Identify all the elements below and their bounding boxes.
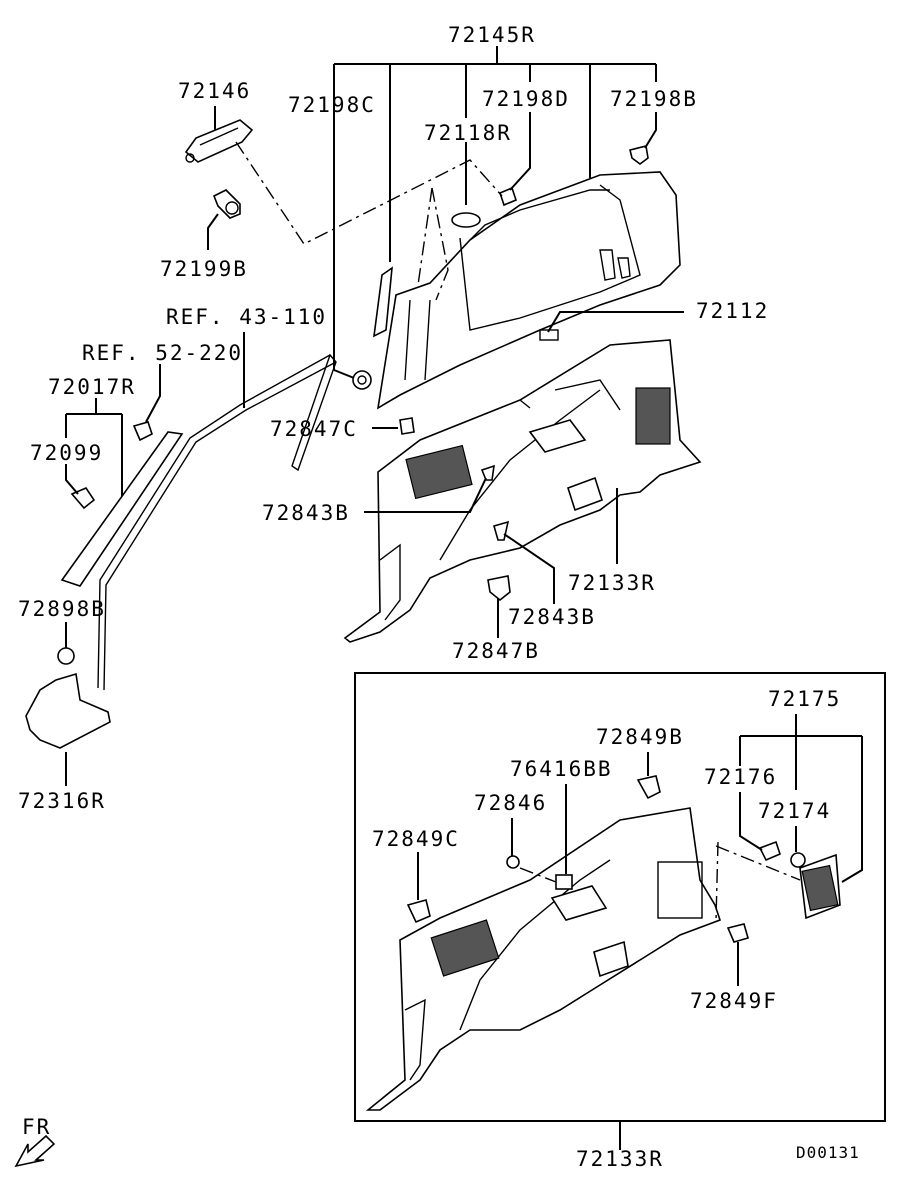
clip-72898B-icon: [57, 647, 75, 665]
cap-72118R-icon: [451, 212, 481, 228]
label-72847B: 72847B: [452, 639, 540, 663]
clip-72849F-icon: [726, 923, 749, 943]
clip-ref-52-220-icon: [132, 421, 153, 442]
upper-quarter-trim: [376, 171, 681, 410]
clip-72847B-icon: [487, 575, 511, 602]
label-76416BB: 76416BB: [510, 757, 613, 781]
label-72112: 72112: [696, 299, 769, 323]
label-72198D: 72198D: [482, 87, 570, 111]
label-72099: 72099: [30, 441, 103, 465]
clip-72198B-icon: [629, 145, 649, 165]
clip-72846-icon: [506, 855, 520, 869]
clip-72198D-icon: [499, 186, 517, 207]
pillar-trim-72017R: [60, 431, 184, 587]
clip-72847C-icon: [399, 417, 415, 435]
label-72118R: 72118R: [424, 121, 512, 145]
assembly-lines: [235, 141, 801, 921]
label-72849B: 72849B: [596, 725, 684, 749]
garnish-72316R: [25, 672, 111, 749]
label-72316R: 72316R: [18, 789, 106, 813]
bracket-72146: [184, 119, 254, 163]
label-72199B: 72199B: [160, 257, 248, 281]
front-arrow-icon: [14, 1134, 56, 1168]
label-72198C: 72198C: [288, 93, 376, 117]
label-72133R-box: 72133R: [576, 1147, 664, 1171]
label-72145R: 72145R: [448, 23, 536, 47]
clip-76416BB-icon: [555, 874, 573, 890]
trim-strip-72198C: [373, 266, 393, 338]
label-72174: 72174: [758, 799, 831, 823]
label-72175: 72175: [768, 687, 841, 711]
label-ref-43-110: REF. 43-110: [166, 305, 327, 329]
label-72017R: 72017R: [48, 375, 136, 399]
lower-quarter-trim: [343, 339, 702, 643]
clip-72176-icon: [758, 840, 781, 862]
speaker-grille-72175: [799, 853, 841, 920]
label-fr: FR: [22, 1115, 51, 1139]
label-72846: 72846: [474, 791, 547, 815]
lower-trim-variant: [365, 807, 722, 1111]
part-labels: 72145R 72146 72198C 72198D 72198B 72118R…: [18, 23, 860, 1171]
screw-72174-icon: [790, 852, 806, 868]
clip-72849B-icon: [636, 775, 661, 800]
label-72843B-upper: 72843B: [262, 501, 350, 525]
diagram-code: D00131: [796, 1143, 860, 1162]
clip-72849C-icon: [406, 899, 431, 924]
label-ref-52-220: REF. 52-220: [82, 341, 243, 365]
variant-box: [354, 672, 886, 1122]
bolt-72199B-icon: [212, 189, 241, 219]
screw-72843B-upper-icon: [480, 464, 495, 481]
label-72843B-lower: 72843B: [508, 605, 596, 629]
clip-72198C-icon: [352, 370, 372, 390]
label-72898B: 72898B: [18, 597, 106, 621]
label-72198B: 72198B: [610, 87, 698, 111]
leader-lines: [65, 46, 863, 1150]
label-72847C: 72847C: [270, 417, 358, 441]
label-72133R-upper: 72133R: [568, 571, 656, 595]
label-72146: 72146: [178, 79, 251, 103]
label-72849F: 72849F: [690, 989, 778, 1013]
label-72849C: 72849C: [372, 827, 460, 851]
label-72176: 72176: [704, 765, 777, 789]
